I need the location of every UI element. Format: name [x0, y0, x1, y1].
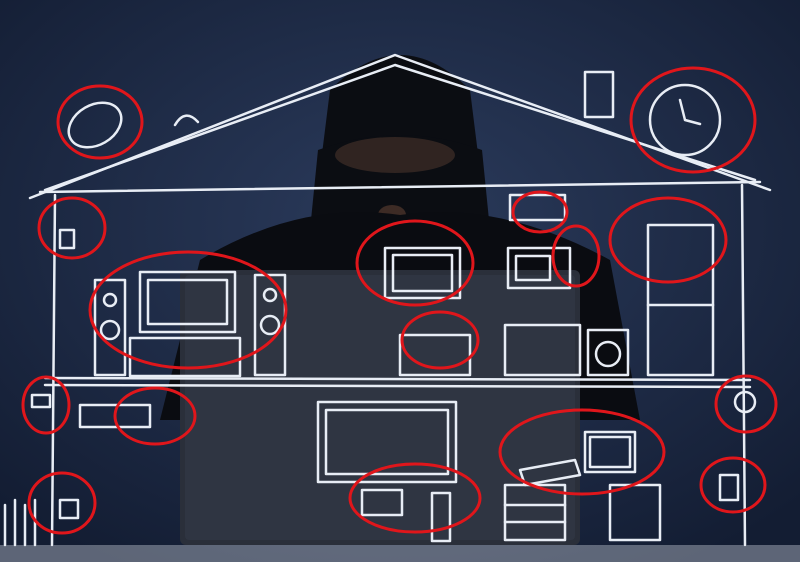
roof-antenna	[173, 114, 200, 127]
security-camera-body	[30, 393, 52, 409]
highlight-outdoor-lamp	[699, 456, 767, 514]
chimney	[583, 70, 615, 119]
eye-opening	[335, 137, 455, 173]
highlight-garden-sensor	[27, 471, 97, 535]
fridge-body	[646, 223, 715, 377]
highlight-game-console	[348, 462, 482, 534]
highlight-home-theater	[88, 250, 288, 370]
highlight-wall-clock	[629, 66, 757, 174]
highlight-satellite-dish	[56, 84, 144, 160]
ground-line	[0, 545, 800, 562]
right-wall	[740, 183, 747, 547]
kitchen-cabinet	[503, 323, 582, 377]
desk-small	[398, 333, 472, 377]
middle-floor-lower	[43, 383, 752, 389]
lower-tv	[316, 400, 458, 484]
highlight-air-conditioner	[113, 386, 197, 446]
highlight-circles	[21, 66, 778, 535]
highlight-wall-tv	[355, 219, 475, 307]
home-tv-frame	[138, 270, 237, 334]
outdoor-lamp	[718, 473, 740, 502]
middle-floor	[43, 376, 752, 382]
wall-speaker	[58, 228, 76, 250]
garden-sensor	[58, 498, 80, 520]
attic-floor	[38, 180, 762, 194]
highlight-wall-shelf	[511, 190, 569, 234]
speaker-right	[253, 273, 287, 377]
desktop-monitor	[583, 430, 637, 474]
highlight-wall-speaker	[37, 196, 107, 260]
wall-clock	[648, 83, 722, 157]
wall-tv	[383, 246, 462, 300]
console-speaker	[430, 491, 452, 543]
microwave	[506, 246, 572, 290]
highlight-doorbell	[714, 374, 778, 434]
highlight-router	[400, 310, 480, 370]
air-conditioner-unit	[78, 403, 152, 429]
doorbell-button	[733, 390, 757, 414]
highlight-camera	[21, 375, 71, 435]
highlight-sensor	[551, 224, 601, 288]
garden-fence	[3, 498, 37, 547]
gamepad-shape	[360, 488, 404, 517]
highlight-fridge	[608, 196, 728, 284]
washing-machine	[586, 328, 630, 377]
satellite-dish	[67, 101, 123, 149]
highlight-desktop	[498, 408, 666, 496]
